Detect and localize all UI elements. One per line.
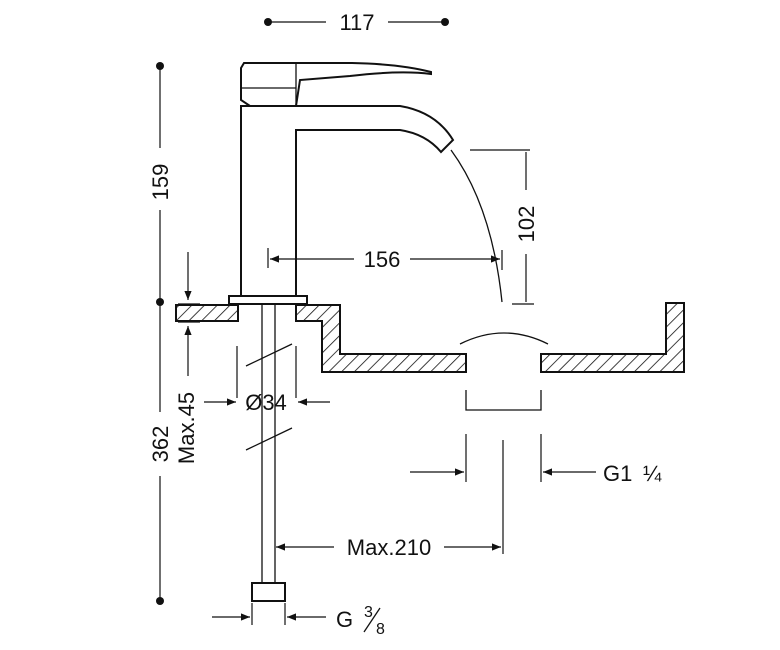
dimension-g1-fraction: ¼ xyxy=(643,461,662,486)
dimension-g-label: G xyxy=(336,607,353,632)
dimension-g-3-8: G 3 8 xyxy=(212,603,385,638)
dimension-159-label: 159 xyxy=(148,164,173,201)
dimension-362-label: 362 xyxy=(148,426,173,463)
dimension-g-numerator: 3 xyxy=(364,604,373,621)
dimension-max210: Max.210 xyxy=(276,440,504,560)
dimension-max45: Max.45 xyxy=(174,252,200,464)
dimension-g1-label: G1 xyxy=(603,461,632,486)
dimension-102-label: 102 xyxy=(514,206,539,243)
dimension-102: 102 xyxy=(470,149,539,305)
dimension-117-label: 117 xyxy=(339,10,374,35)
dimension-156: 156 xyxy=(267,247,503,272)
dimension-159: 159 xyxy=(148,62,173,300)
dimension-g1-quarter: G1 ¼ xyxy=(410,434,662,486)
dimension-117: 117 xyxy=(264,10,449,35)
dimension-362: 362 xyxy=(148,298,173,605)
dimension-d34-label: Ø34 xyxy=(245,390,287,415)
dimension-g-denominator: 8 xyxy=(376,621,385,638)
dimension-max45-label: Max.45 xyxy=(174,392,199,464)
dimension-max210-label: Max.210 xyxy=(347,535,431,560)
water-stream xyxy=(450,149,503,303)
faucet-body xyxy=(228,62,455,305)
dimension-d34: Ø34 xyxy=(204,346,330,415)
dimension-156-label: 156 xyxy=(364,247,401,272)
countertop-section xyxy=(175,302,685,411)
supply-hose xyxy=(245,304,293,602)
